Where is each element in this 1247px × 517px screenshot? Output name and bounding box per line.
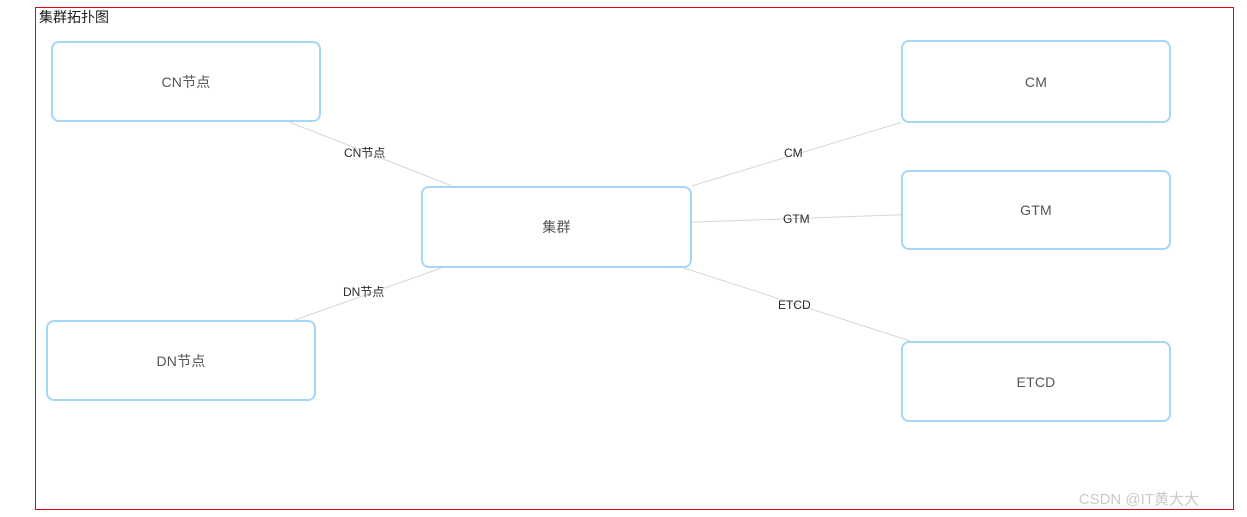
- topology-node-label: GTM: [1020, 202, 1052, 218]
- topology-edge-label-gtm: GTM: [783, 212, 810, 226]
- topology-node-cluster[interactable]: 集群: [421, 186, 692, 268]
- topology-edge-label-dn: DN节点: [343, 285, 385, 299]
- topology-edge-label-cm: CM: [784, 146, 803, 160]
- topology-edge-line: [691, 121, 902, 187]
- topology-panel: [35, 7, 1234, 510]
- topology-edge-line: [683, 267, 911, 342]
- topology-edge-line: [294, 267, 442, 321]
- topology-node-label: 集群: [542, 219, 571, 235]
- topology-node-etcd[interactable]: ETCD: [901, 341, 1171, 422]
- watermark: CSDN @IT黄大大: [1078, 491, 1199, 508]
- topology-edge-line: [288, 121, 453, 187]
- topology-node-label: CN节点: [161, 73, 211, 90]
- topology-node-label: ETCD: [1016, 373, 1056, 390]
- topology-node-label: CM: [1024, 73, 1048, 90]
- topology-node-label: DN节点: [156, 352, 206, 369]
- page-title: 集群拓扑图: [37, 8, 111, 27]
- topology-node-cn[interactable]: CN节点: [51, 41, 321, 122]
- topology-node-cm[interactable]: CM: [901, 40, 1171, 123]
- topology-node-dn[interactable]: DN节点: [46, 320, 316, 401]
- topology-edge-label-cn: CN节点: [344, 146, 386, 160]
- topology-edge-line: [691, 214, 902, 223]
- topology-node-gtm[interactable]: GTM: [901, 170, 1171, 250]
- topology-edge-label-etcd: ETCD: [778, 298, 811, 312]
